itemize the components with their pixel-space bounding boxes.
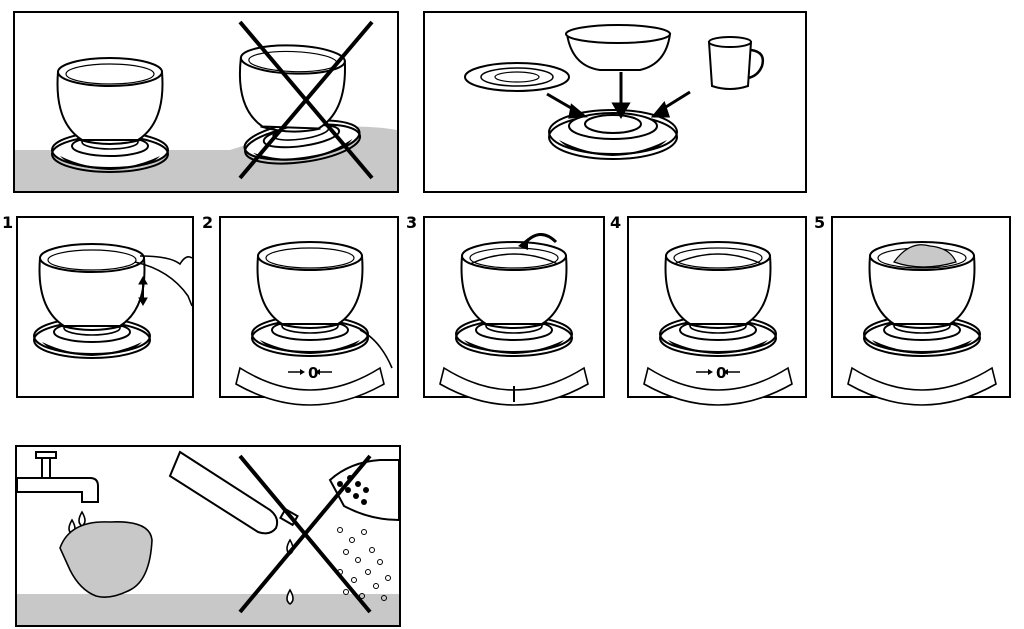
step-4-number: 4: [610, 213, 621, 232]
panel-step-4: 0: [627, 216, 807, 406]
jug-icon: [707, 36, 765, 90]
step-1-number: 1: [2, 213, 13, 232]
scouring-pad-icon: [328, 459, 400, 522]
panel-step-3: [423, 216, 605, 406]
arrow-icons: [546, 72, 691, 119]
rotate-arrow-icon: [518, 233, 558, 250]
bowl-icon: [565, 24, 672, 71]
dial-scale: [235, 366, 385, 406]
tap-icon: [16, 451, 99, 503]
panel-step-5: [831, 216, 1011, 406]
finger-press-icon: [134, 255, 193, 307]
step-5-number: 5: [814, 213, 825, 232]
hand-outline: [359, 329, 393, 369]
panel-step-2: 0: [219, 216, 399, 406]
step-3-number: 3: [406, 213, 417, 232]
cross-mark-icon: [238, 20, 374, 180]
panel-placement: [13, 11, 399, 193]
panel-containers: [423, 11, 807, 193]
zero-label: 0: [716, 364, 726, 382]
zero-label: 0: [308, 364, 318, 382]
table-surface: [17, 594, 399, 625]
dial-scale: [439, 366, 589, 406]
abrasive-particles-icon: [337, 527, 391, 601]
scale-center: [548, 109, 678, 160]
food-heap: [893, 244, 957, 268]
up-down-arrow-icon: [138, 275, 148, 307]
step-2-number: 2: [202, 213, 213, 232]
damp-cloth-icon: [59, 521, 153, 598]
dial-scale: [643, 366, 793, 406]
cross-mark-icon: [238, 454, 372, 614]
panel-step-1: [16, 216, 194, 398]
contents-level: [469, 253, 559, 265]
contents-level: [673, 253, 763, 265]
dial-scale: [847, 366, 997, 406]
zero-readout: 0: [288, 364, 332, 382]
panel-cleaning: [15, 445, 401, 627]
plate-icon: [464, 62, 570, 92]
scale-correct: [51, 57, 169, 173]
zero-readout: 0: [696, 364, 740, 382]
